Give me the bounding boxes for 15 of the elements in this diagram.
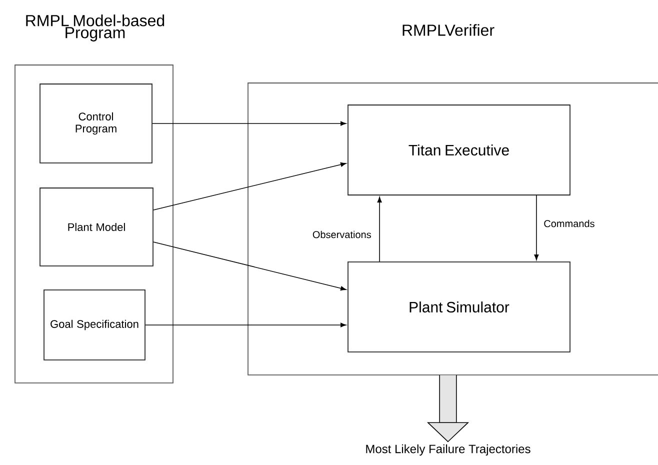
arrow	[534, 195, 539, 260]
arrow	[153, 242, 346, 291]
process-box: Plant Model	[40, 188, 154, 266]
process-box: Goal Specification	[44, 290, 146, 360]
arrow	[377, 196, 382, 262]
node-label: RMPL Model-based Program	[26, 14, 164, 42]
arrow	[152, 121, 346, 126]
process-box: Plant Simulator	[348, 262, 570, 352]
edge-label: Commands	[542, 218, 596, 228]
process-box: Control Program	[40, 84, 152, 164]
output-label: Most Likely Failure Trajectories	[366, 444, 530, 456]
process-box: Titan Executive	[348, 104, 570, 196]
edge-label: Observations	[311, 230, 372, 240]
arrow	[153, 162, 346, 210]
arrow	[145, 322, 346, 328]
